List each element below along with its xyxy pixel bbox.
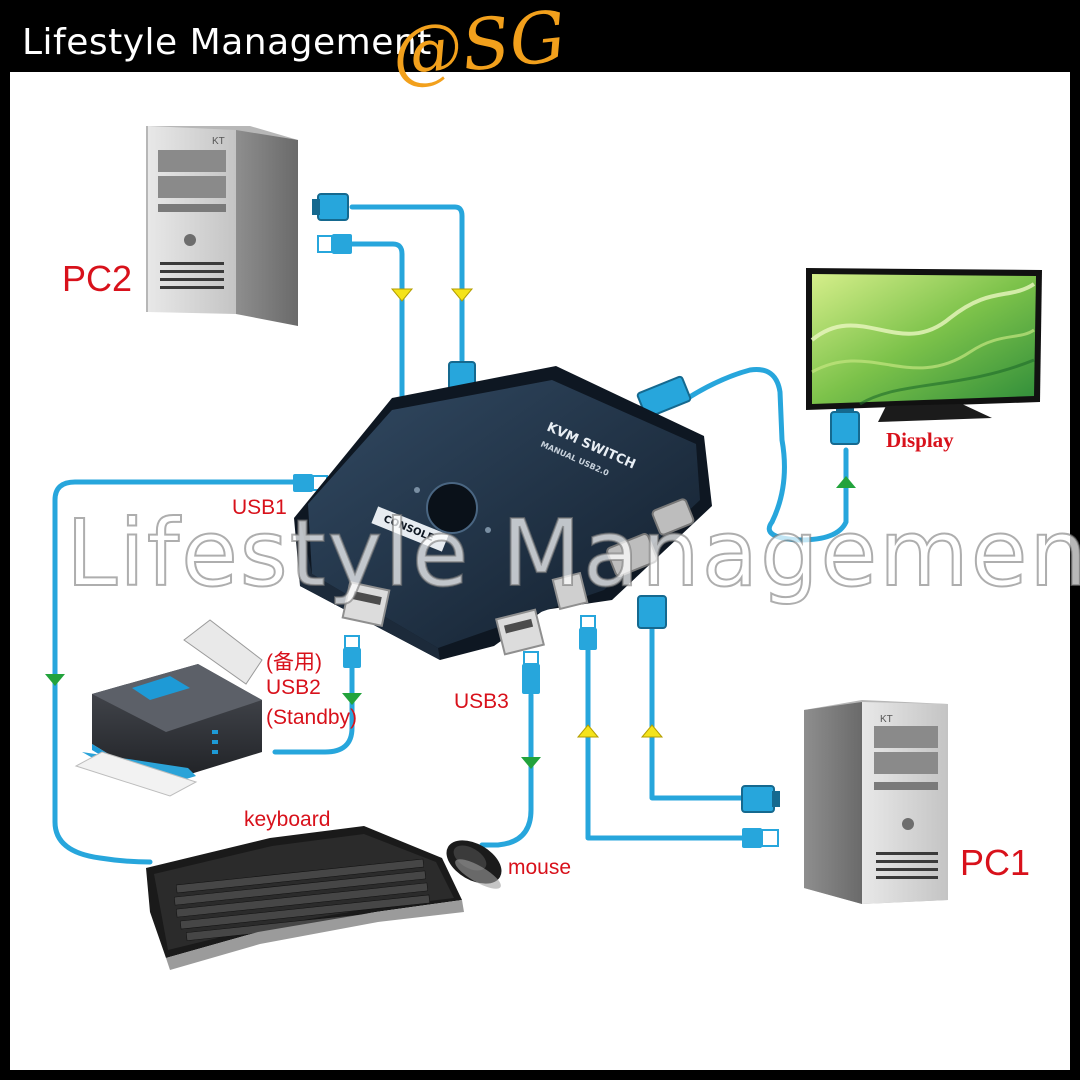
vga-connector-icon: [741, 785, 780, 813]
keyboard-usb1-cable: [52, 479, 296, 865]
usb-connector-icon: [317, 234, 352, 254]
pc1-label: PC1: [960, 842, 1031, 883]
display-cable: [685, 366, 849, 543]
usb3-label: USB3: [454, 690, 509, 713]
pc1-vga-cable: [649, 625, 745, 801]
printer-usb2-cable: [272, 662, 355, 755]
arrow-down-yellow-pc2-usb: [390, 288, 414, 302]
pc1-usb-cable: [585, 642, 745, 841]
vga-connector-icon: [312, 193, 349, 221]
arrow-down-green-printer: [342, 693, 362, 705]
usb-connector-icon: [522, 651, 540, 694]
usb-connector-icon: [343, 635, 361, 668]
mouse-usb3-cable: [479, 692, 534, 848]
mouse-label: mouse: [508, 856, 572, 879]
keyboard: [146, 826, 464, 970]
flow-arrows: [45, 288, 856, 769]
usb2-label: USB2: [266, 676, 321, 699]
pc1-brand: KT: [880, 714, 893, 725]
vga-connector-icon: [637, 595, 667, 629]
arrow-up-yellow-pc1-vga: [640, 724, 664, 738]
monitor: [806, 268, 1042, 422]
mouse: [446, 840, 502, 889]
watermark: Lifestyle Management: [65, 499, 1080, 608]
banner-background: [0, 0, 605, 72]
vga-connector-icon: [636, 375, 692, 419]
usb1-label: USB1: [232, 496, 287, 519]
banner-title: Lifestyle Management: [22, 22, 432, 63]
arrow-down-yellow-pc2-vga: [450, 288, 474, 302]
usb2-cn-label: (备用): [266, 651, 322, 674]
pc1-tower: KT: [804, 700, 948, 904]
display-label: Display: [886, 428, 954, 452]
printer: [74, 619, 263, 797]
kvm-switch-button[interactable]: [426, 482, 478, 534]
usb-connector-icon: [579, 615, 597, 650]
pc2-label: PC2: [62, 258, 133, 299]
keyboard-label: keyboard: [244, 808, 331, 831]
pc2-usb-cable: [349, 241, 405, 403]
pc2-brand: KT: [212, 136, 225, 147]
arrow-up-yellow-pc1-usb: [576, 724, 600, 738]
usb-connector-icon: [742, 828, 779, 848]
pc2-vga-cable: [349, 204, 465, 363]
cables: [52, 204, 849, 865]
usb2-standby-label: (Standby): [266, 706, 358, 729]
arrow-down-green-keyboard: [45, 674, 65, 686]
arrow-down-green-mouse: [521, 757, 541, 769]
arrow-up-green-display: [836, 476, 856, 488]
kvm-switch: KVM SWITCH MANUAL USB2.0 CONSOLE: [294, 366, 712, 660]
pc2-tower: KT: [146, 126, 298, 326]
